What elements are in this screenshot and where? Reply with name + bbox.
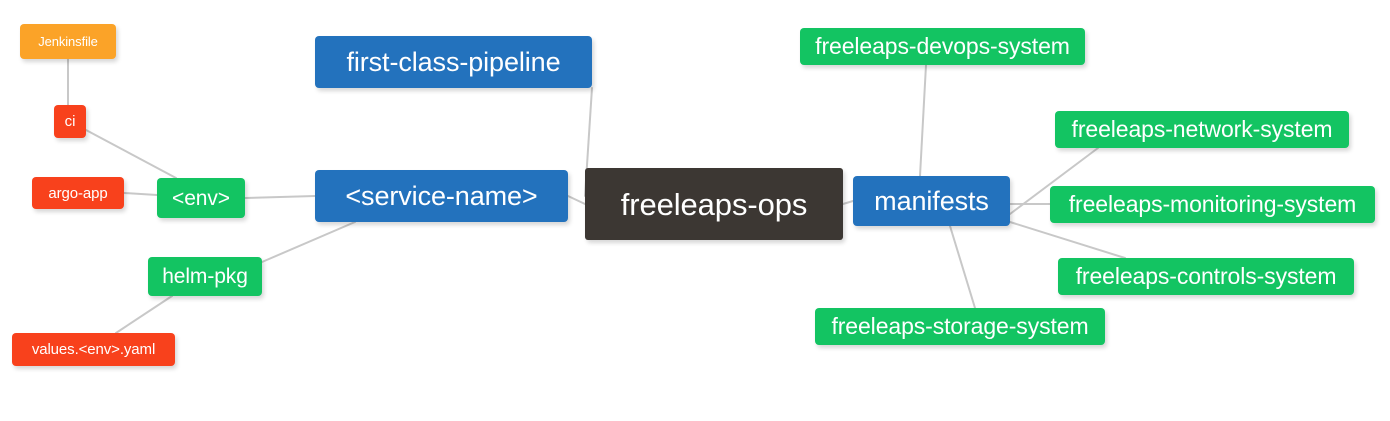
mindmap-node-controls[interactable]: freeleaps-controls-system (1058, 258, 1354, 295)
node-label: first-class-pipeline (346, 46, 561, 77)
mindmap-node-helm[interactable]: helm-pkg (148, 257, 262, 296)
node-label: freeleaps-devops-system (815, 33, 1070, 59)
mindmap-node-values[interactable]: values.<env>.yaml (12, 333, 175, 366)
edge-env-to-argo (123, 192, 158, 196)
node-label: values.<env>.yaml (31, 341, 156, 358)
mindmap-node-pipeline[interactable]: first-class-pipeline (315, 36, 592, 88)
mindmap-node-jenkins[interactable]: Jenkinsfile (20, 24, 116, 59)
mindmap-node-devops[interactable]: freeleaps-devops-system (800, 28, 1085, 65)
edge-manifests-to-storage (949, 225, 976, 309)
edge-manifests-to-controls (1009, 221, 1126, 259)
mindmap-node-network[interactable]: freeleaps-network-system (1055, 111, 1349, 148)
node-label: freeleaps-ops (620, 186, 808, 222)
edge-env-to-ci (85, 129, 177, 179)
edge-helm-to-values (115, 295, 173, 334)
mindmap-node-service[interactable]: <service-name> (315, 170, 568, 222)
mindmap-node-storage[interactable]: freeleaps-storage-system (815, 308, 1105, 345)
node-label: ci (64, 113, 76, 130)
mindmap-node-root[interactable]: freeleaps-ops (585, 168, 843, 240)
node-label: helm-pkg (162, 265, 248, 288)
node-label: freeleaps-network-system (1071, 116, 1333, 142)
mindmap-node-env[interactable]: <env> (157, 178, 245, 218)
edge-root-to-manifests (842, 200, 854, 205)
node-label: manifests (874, 185, 989, 216)
mindmap-node-argo[interactable]: argo-app (32, 177, 124, 209)
mindmap-node-manifests[interactable]: manifests (853, 176, 1010, 226)
node-label: argo-app (48, 184, 108, 202)
edge-manifests-to-devops (919, 64, 927, 177)
edge-root-to-service (567, 195, 586, 205)
node-label: <service-name> (345, 180, 538, 211)
mindmap-node-ci[interactable]: ci (54, 105, 86, 138)
edge-service-to-env (244, 195, 316, 199)
edge-service-to-helm (261, 221, 356, 263)
mindmap-node-monitoring[interactable]: freeleaps-monitoring-system (1050, 186, 1375, 223)
node-label: <env> (172, 186, 230, 210)
node-label: freeleaps-monitoring-system (1068, 191, 1357, 217)
node-label: freeleaps-controls-system (1075, 263, 1337, 289)
node-label: Jenkinsfile (38, 34, 98, 49)
node-label: freeleaps-storage-system (831, 313, 1089, 339)
